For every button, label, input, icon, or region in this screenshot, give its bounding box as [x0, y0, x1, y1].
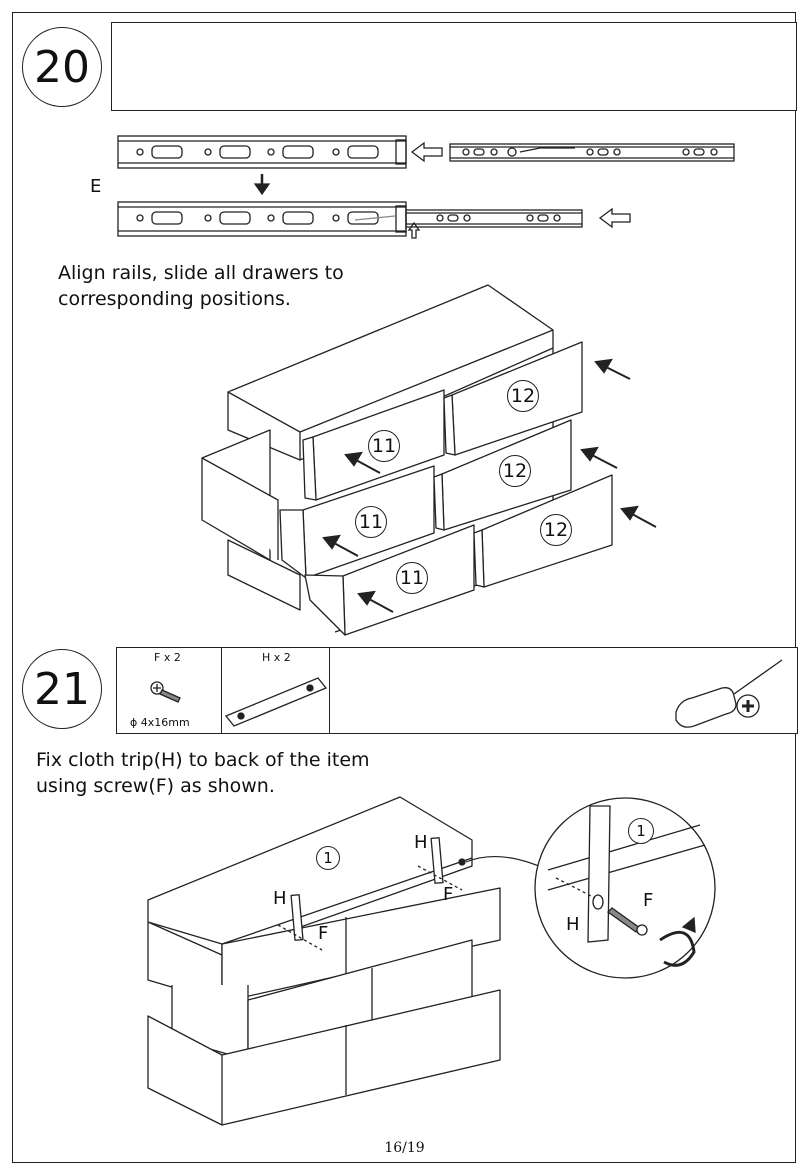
strap-label-h-right: H	[414, 832, 428, 853]
drawer-label-12-bottom: 12	[540, 514, 572, 546]
rail-label-e: E	[90, 176, 102, 197]
zoom-screw-label-f: F	[643, 890, 654, 911]
screw-label-f-right: F	[443, 884, 454, 905]
strap-label-h-left: H	[273, 888, 287, 909]
parts-icons	[150, 659, 783, 728]
drawer-label-11-top: 11	[368, 430, 400, 462]
drawer-label-12-top: 12	[507, 380, 539, 412]
step-20-header-box	[111, 22, 797, 111]
zoom-detail	[534, 797, 716, 979]
dresser-back-diagram	[147, 796, 716, 1126]
zoom-panel-label-1: 1	[628, 818, 654, 844]
step-20-number: 20	[22, 27, 102, 107]
screw-label-f-left: F	[318, 923, 329, 944]
drawer-label-12-mid: 12	[499, 455, 531, 487]
page-frame	[12, 12, 796, 1163]
part-h-qty: H x 2	[262, 651, 291, 664]
phillips-screwdriver-icon	[675, 659, 783, 728]
step-21-number: 21	[22, 649, 102, 729]
step-21-instruction: Fix cloth trip(H) to back of the item us…	[36, 749, 370, 797]
part-f-spec: ϕ 4x16mm	[130, 716, 190, 729]
page-number: 16/19	[384, 1140, 425, 1156]
strap-icon	[224, 677, 328, 727]
rail-diagram	[117, 135, 735, 239]
part-f-qty: F x 2	[154, 651, 181, 664]
drawer-label-11-mid: 11	[355, 506, 387, 538]
drawer-label-11-bottom: 11	[396, 562, 428, 594]
screw-icon	[150, 681, 181, 703]
dresser-drawers-diagram	[201, 284, 657, 636]
step-20-instruction: Align rails, slide all drawers to corres…	[58, 262, 344, 310]
parts-divider-2	[329, 647, 330, 734]
panel-label-1: 1	[316, 846, 340, 870]
parts-divider-1	[221, 647, 222, 734]
zoom-strap-label-h: H	[566, 914, 580, 935]
